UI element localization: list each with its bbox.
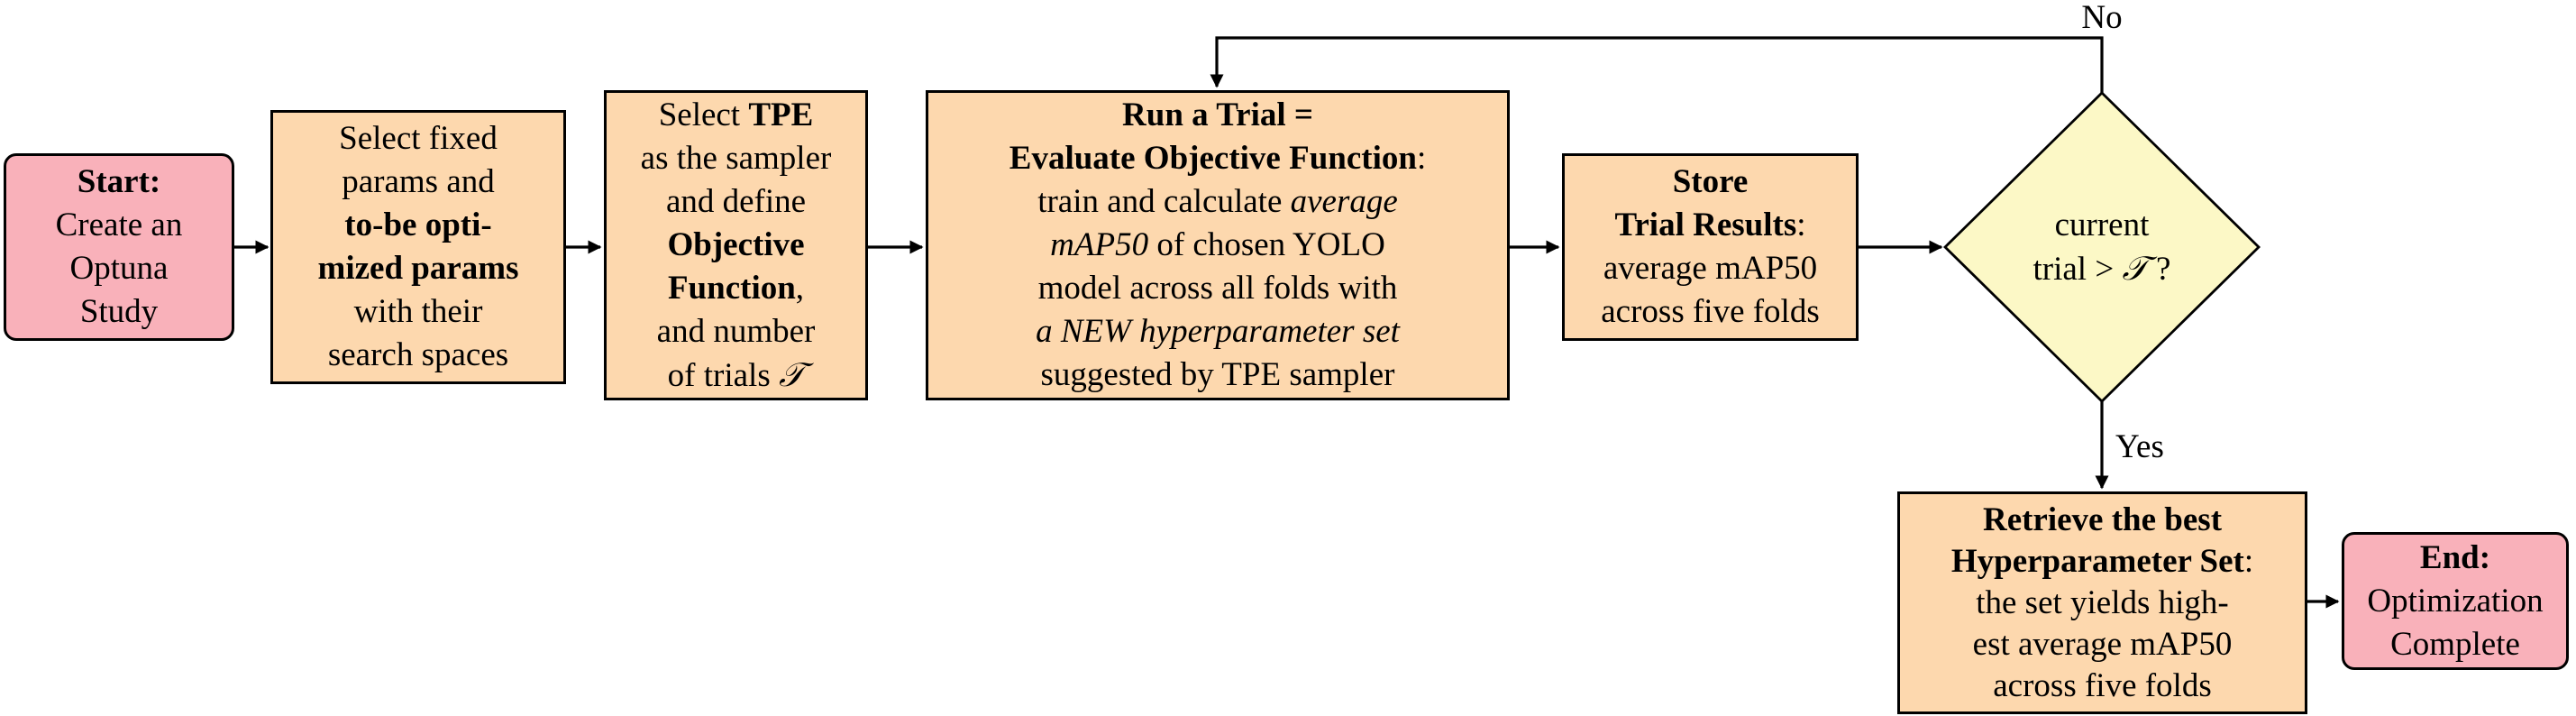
edge-label-yes: Yes xyxy=(2115,428,2164,465)
edge-label-no: No xyxy=(2081,0,2123,36)
edge-decision-no-loop-to-run-trial xyxy=(1210,36,2104,93)
node-run-trial: Run a Trial =Evaluate Objective Function… xyxy=(926,90,1510,400)
